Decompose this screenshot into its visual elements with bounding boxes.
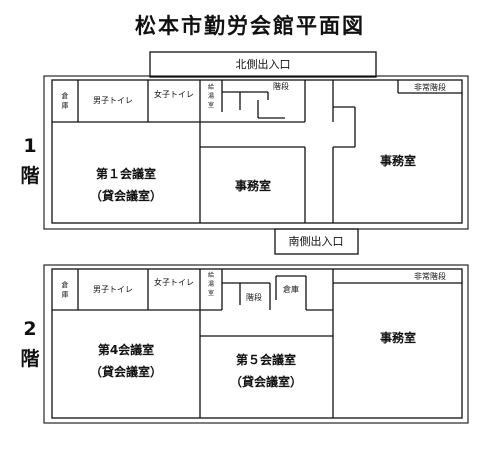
f1-kitchen-label-1: 給 xyxy=(208,83,214,91)
floor2-outer-wall xyxy=(43,264,469,424)
floor1-outer-wall xyxy=(43,75,469,230)
f2-office-right-label: 事務室 xyxy=(380,330,416,345)
f2-meeting-room4-sub: （貸会議室） xyxy=(90,364,162,379)
f2-storage-center-label: 倉庫 xyxy=(283,284,299,294)
f1-office-right-label: 事務室 xyxy=(380,153,416,168)
floor1-kai: 階 xyxy=(20,165,39,187)
f2-storage-label-2: 庫 xyxy=(62,290,69,299)
f2-meeting-room4-label: 第4会議室 xyxy=(98,342,154,357)
f2-kitchen-label-1: 給 xyxy=(208,271,214,279)
floor2-number: 2 xyxy=(23,318,36,340)
floor1-number: 1 xyxy=(23,135,36,157)
f1-kitchen-label-3: 室 xyxy=(208,101,214,109)
f1-emergency-stairs-label: 非常階段 xyxy=(414,82,446,92)
f1-meeting-room-label: 第１会議室 xyxy=(96,166,156,181)
f2-storage-label-1: 倉 xyxy=(62,280,69,289)
f2-kitchen-label-3: 室 xyxy=(208,289,214,297)
floor2-inner-wall xyxy=(51,268,463,419)
f1-womens-toilet-label: 女子トイレ xyxy=(154,89,194,99)
north-entrance-label: 北側出入口 xyxy=(236,57,291,71)
f1-kitchen-label-2: 湯 xyxy=(208,92,214,100)
f1-storage-label-1: 倉 xyxy=(62,91,69,100)
floor2-kai: 階 xyxy=(20,348,39,370)
south-entrance-label: 南側出入口 xyxy=(289,234,344,248)
page-title: 松本市勤労会館平面図 xyxy=(135,14,365,38)
f1-mens-toilet-label: 男子トイレ xyxy=(93,96,133,105)
f1-meeting-room-sub: （貸会議室） xyxy=(90,188,162,203)
f2-womens-toilet-label: 女子トイレ xyxy=(154,277,194,287)
f1-office-center-label: 事務室 xyxy=(235,178,271,193)
north-entrance xyxy=(149,51,377,78)
f1-storage-label-2: 庫 xyxy=(62,101,69,110)
f2-emergency-stairs-label: 非常階段 xyxy=(414,271,446,281)
f1-stairs-label: 階段 xyxy=(273,81,289,91)
f2-meeting-room5-label: 第５会議室 xyxy=(236,352,296,367)
floor1-inner-wall xyxy=(51,79,463,224)
f2-mens-toilet-label: 男子トイレ xyxy=(93,285,133,294)
f2-stairs-label: 階段 xyxy=(246,292,262,302)
f2-kitchen-label-2: 湯 xyxy=(208,280,214,288)
south-entrance xyxy=(274,228,359,255)
f2-meeting-room5-sub: （貸会議室） xyxy=(230,374,302,389)
